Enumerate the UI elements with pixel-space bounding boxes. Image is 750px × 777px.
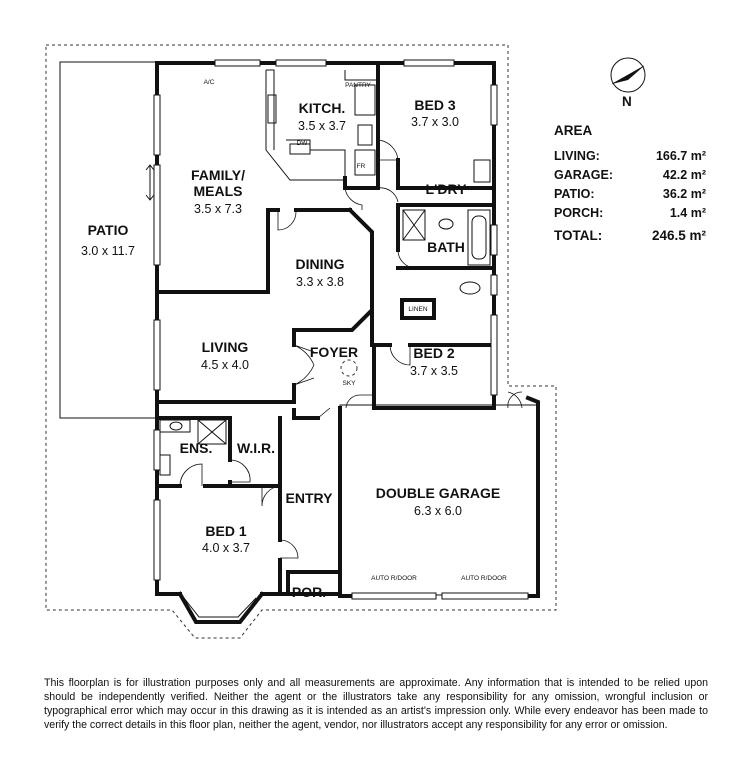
- bay-window-inner: [183, 597, 257, 618]
- garage-doors: [351, 592, 529, 600]
- bath-fixtures: [159, 159, 491, 476]
- patio-area: [59, 61, 158, 419]
- fr-label: FR: [357, 163, 366, 170]
- dining-label: DINING: [296, 256, 345, 272]
- kitchen-label: KITCH.: [299, 100, 346, 116]
- ensuite-label: ENS.: [180, 440, 213, 456]
- disclaimer-text: This floorplan is for illustration purpo…: [44, 677, 708, 731]
- area-total-value: 246.5 m²: [652, 228, 707, 243]
- bed2-label: BED 2: [413, 345, 454, 361]
- room-labels: PATIO 3.0 x 11.7 FAMILY/ MEALS 3.5 x 7.3…: [81, 97, 500, 600]
- area-title: AREA: [554, 123, 593, 138]
- bed3-dim: 3.7 x 3.0: [411, 115, 459, 129]
- interior-walls: [155, 61, 496, 596]
- fixture-labels: A/C PANTRY DW FR LINEN SKY AUTO R/DOOR A…: [204, 79, 508, 582]
- dining-dim: 3.3 x 3.8: [296, 275, 344, 289]
- garage-dim: 6.3 x 6.0: [414, 504, 462, 518]
- bed3-label: BED 3: [414, 97, 455, 113]
- floor-plan: N PATIO 3.0 x 11.7 FAMILY/ MEALS 3.5 x 7…: [45, 44, 706, 639]
- garage-walls: [338, 395, 540, 598]
- pantry-label: PANTRY: [345, 82, 371, 89]
- auto-door-2-label: AUTO R/DOOR: [461, 575, 507, 582]
- bay-window: [177, 591, 265, 624]
- area-row-label: LIVING:: [554, 149, 600, 163]
- entry-label: ENTRY: [286, 490, 334, 506]
- area-table: AREA LIVING: 166.7 m² GARAGE: 42.2 m² PA…: [554, 123, 706, 243]
- area-row-label: GARAGE:: [554, 168, 613, 182]
- bed2-dim: 3.7 x 3.5: [410, 364, 458, 378]
- dw-label: DW: [297, 140, 309, 147]
- foyer-label: FOYER: [310, 344, 358, 360]
- living-label: LIVING: [202, 339, 249, 355]
- area-total-label: TOTAL:: [554, 228, 602, 243]
- slider-arrow: [145, 164, 155, 201]
- kitchen-dim: 3.5 x 3.7: [298, 119, 346, 133]
- patio-label: PATIO: [88, 222, 129, 238]
- area-row-value: 1.4 m²: [670, 206, 706, 220]
- patio-dim: 3.0 x 11.7: [81, 244, 135, 258]
- skylight: [340, 359, 358, 377]
- bed1-dim: 4.0 x 3.7: [202, 541, 250, 555]
- ac-label: A/C: [204, 79, 215, 86]
- family-label-1: FAMILY/: [191, 167, 245, 183]
- sky-label: SKY: [342, 380, 356, 387]
- kitchen-fixtures: [265, 69, 378, 181]
- linen-label: LINEN: [408, 306, 427, 313]
- porch-label: POR.: [292, 584, 326, 600]
- area-row-label: PORCH:: [554, 206, 603, 220]
- north-label: N: [622, 94, 632, 109]
- area-row-label: PATIO:: [554, 187, 595, 201]
- area-row-value: 166.7 m²: [656, 149, 706, 163]
- garage-label: DOUBLE GARAGE: [376, 485, 500, 501]
- north-arrow-icon: N: [610, 57, 646, 109]
- living-dim: 4.5 x 4.0: [201, 358, 249, 372]
- wir-label: W.I.R.: [237, 440, 275, 456]
- family-dim: 3.5 x 7.3: [194, 202, 242, 216]
- windows: [153, 59, 498, 581]
- area-row-value: 42.2 m²: [663, 168, 706, 182]
- bed1-label: BED 1: [205, 523, 246, 539]
- auto-door-1-label: AUTO R/DOOR: [371, 575, 417, 582]
- laundry-label: L'DRY: [426, 181, 468, 197]
- area-row-value: 36.2 m²: [663, 187, 706, 201]
- doors: [179, 139, 523, 559]
- family-label-2: MEALS: [194, 183, 243, 199]
- site-boundary: [45, 44, 557, 639]
- bath-label: BATH: [427, 239, 465, 255]
